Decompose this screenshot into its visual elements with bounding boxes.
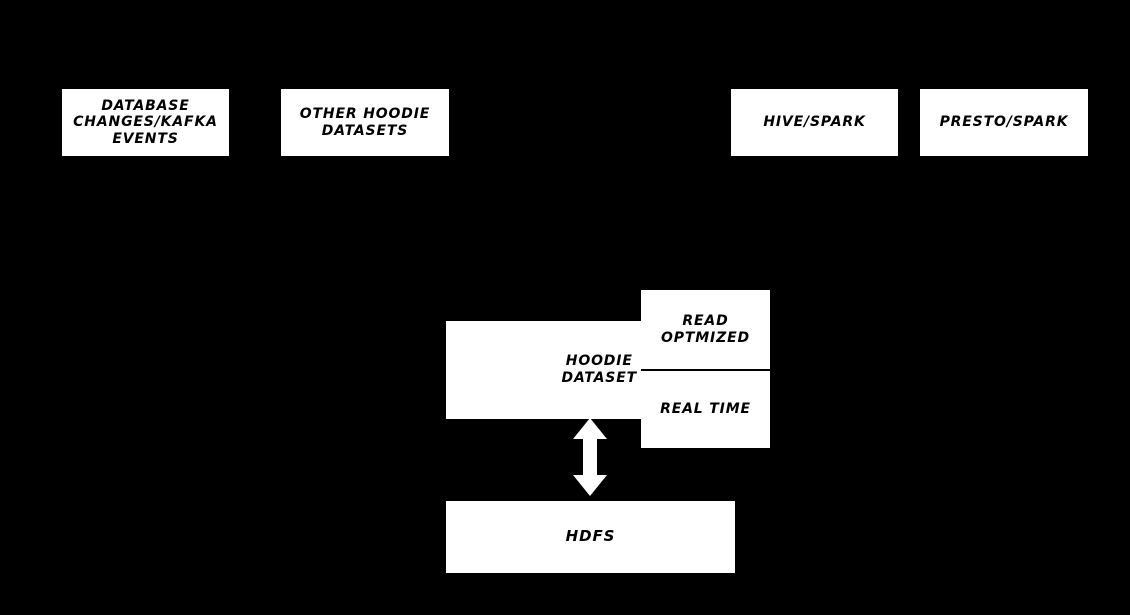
node-read-optimized-view[interactable]: Read Optmized — [641, 290, 770, 369]
node-label: Other Hoodie Datasets — [299, 105, 431, 139]
node-label: Real Time — [660, 401, 751, 418]
node-other-hoodie-datasets[interactable]: Other Hoodie Datasets — [281, 89, 449, 156]
node-label: Database Changes/Kafka Events — [73, 97, 218, 147]
node-label: Hive/Spark — [763, 114, 866, 131]
node-label: Read Optmized — [661, 312, 750, 346]
node-presto-spark[interactable]: Presto/Spark — [920, 89, 1088, 156]
node-label: Presto/Spark — [939, 114, 1069, 131]
node-hoodie-dataset[interactable]: Hoodie Dataset — [446, 321, 641, 419]
node-database-changes-kafka-events[interactable]: Database Changes/Kafka Events — [62, 89, 229, 156]
node-real-time-view[interactable]: Real Time — [641, 369, 770, 448]
double-headed-arrow-icon — [571, 417, 609, 497]
node-hive-spark[interactable]: Hive/Spark — [731, 89, 898, 156]
node-label: HDFS — [565, 527, 616, 546]
node-hdfs[interactable]: HDFS — [446, 501, 735, 573]
node-label: Hoodie Dataset — [561, 353, 637, 386]
